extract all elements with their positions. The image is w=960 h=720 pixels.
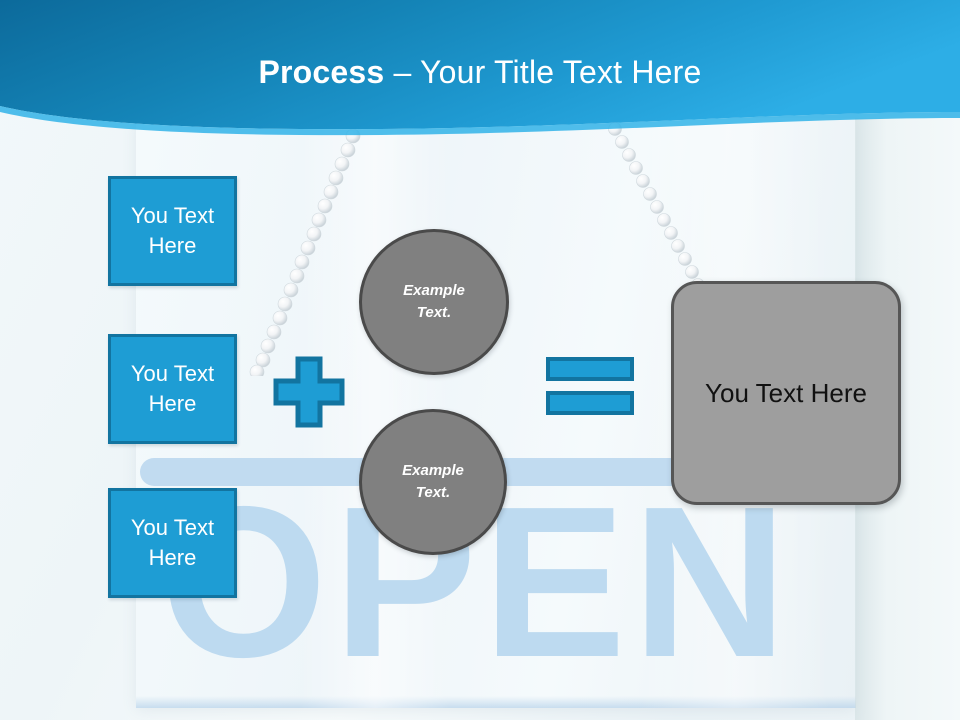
example-circle-2-line1: Example bbox=[402, 461, 464, 479]
example-circle-1-line2: Text. bbox=[416, 304, 452, 321]
slide-header: Process – Your Title Text Here bbox=[0, 0, 960, 140]
example-circle-1[interactable]: Example Text. bbox=[359, 229, 509, 375]
page-title: Process – Your Title Text Here bbox=[0, 54, 960, 91]
equals-operator bbox=[546, 357, 634, 415]
page-title-rest: – Your Title Text Here bbox=[384, 54, 702, 90]
open-word-watermark: OPEN bbox=[160, 461, 794, 702]
input-box-1-label: You Text Here bbox=[130, 203, 215, 258]
input-box-3-label: You Text Here bbox=[130, 515, 215, 570]
result-box-label: You Text Here bbox=[705, 377, 867, 408]
header-band-shape bbox=[0, 0, 960, 136]
example-circle-2-line2: Text. bbox=[415, 484, 451, 501]
example-circle-2[interactable]: Example Text. bbox=[359, 409, 507, 555]
plus-operator bbox=[273, 356, 345, 428]
input-box-2[interactable]: You Text Here bbox=[108, 334, 237, 444]
input-box-3[interactable]: You Text Here bbox=[108, 488, 237, 598]
equals-bar-bottom bbox=[546, 391, 634, 415]
input-box-1[interactable]: You Text Here bbox=[108, 176, 237, 286]
equals-bar-top bbox=[546, 357, 634, 381]
input-box-2-label: You Text Here bbox=[130, 361, 215, 416]
page-title-bold: Process bbox=[258, 54, 385, 90]
result-box[interactable]: You Text Here bbox=[671, 281, 901, 505]
example-circle-1-line1: Example bbox=[403, 281, 465, 299]
plus-icon bbox=[273, 356, 345, 428]
